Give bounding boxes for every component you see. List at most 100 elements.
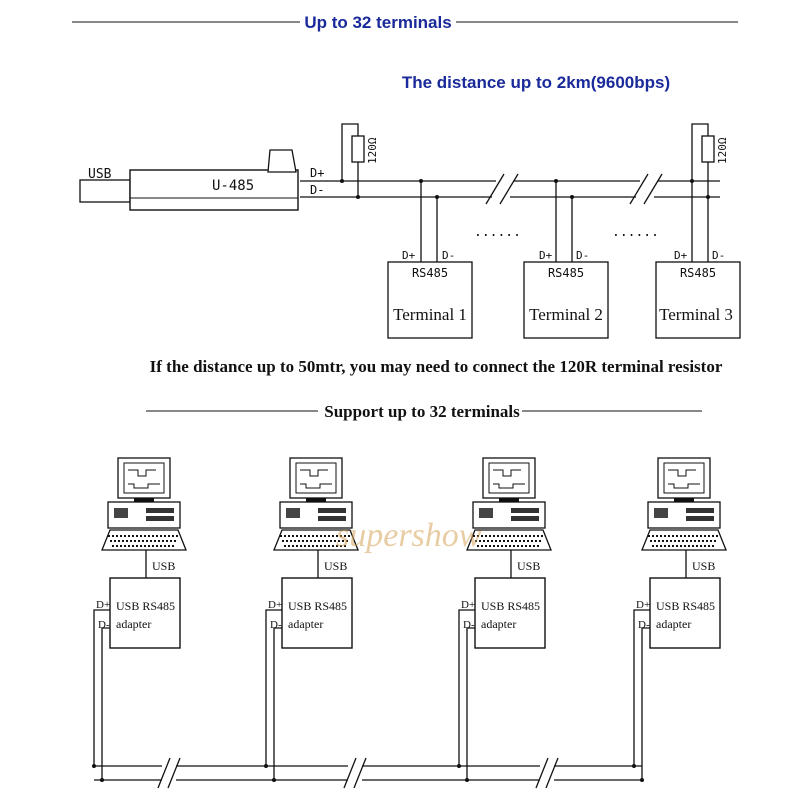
ellipsis-1: ...... — [474, 225, 521, 240]
adapter-dplus-wire-3 — [458, 609, 475, 766]
adapter-dplus-wire-1 — [93, 609, 110, 766]
bus-dplus-label: D+ — [310, 166, 324, 180]
resistor-note: If the distance up to 50mtr, you may nee… — [150, 357, 723, 376]
terminal-2-rs485: RS485 — [548, 266, 584, 280]
bottom-break-3b — [545, 757, 559, 789]
pc-bay-a-4 — [686, 508, 714, 513]
bus-break-1b — [499, 173, 519, 205]
pc-bay-a-1 — [146, 508, 174, 513]
adapter-subtitle-1: adapter — [116, 617, 151, 631]
adapter-dplus-label-3: D+ — [461, 599, 475, 611]
adapter-dminus-wire-1 — [101, 627, 110, 780]
screen-diagram-3 — [493, 469, 525, 489]
bus-break-2b — [643, 173, 663, 205]
pc-bay-b-2 — [318, 516, 346, 521]
terminal-3-name: Terminal 3 — [659, 305, 733, 324]
resistor-right-label: 120Ω — [716, 137, 729, 164]
bottom-header-title: Support up to 32 terminals — [324, 402, 520, 421]
adapter-title-2: USB RS485 — [288, 599, 347, 613]
pc-bay-a-3 — [511, 508, 539, 513]
usb-cable-label-1: USB — [152, 559, 175, 573]
top-header: Up to 32 terminals — [72, 13, 738, 32]
terminal-2-dminus-label: D- — [576, 249, 589, 262]
resistor-left-body — [351, 135, 365, 163]
terminal-1-node-dminus — [435, 195, 439, 199]
adapter-dplus-wire-2 — [265, 609, 282, 766]
resistor-left-node-dplus — [340, 179, 344, 183]
terminal-2: D+ D- RS485 Terminal 2 — [523, 179, 609, 339]
bus-break-1a — [485, 173, 505, 205]
u485-terminal-block — [267, 149, 297, 173]
terminal-3-rs485: RS485 — [680, 266, 716, 280]
adapter-dminus-label-3: D- — [463, 619, 475, 631]
ellipsis-2: ...... — [612, 225, 659, 240]
bottom-break-1b — [167, 757, 181, 789]
adapter-dminus-wire-2 — [273, 627, 282, 780]
terminal-3-box — [655, 261, 741, 339]
terminal-2-node-dminus — [570, 195, 574, 199]
distance-note: The distance up to 2km(9600bps) — [402, 73, 670, 92]
bottom-bus — [94, 757, 642, 789]
u485-device: USB U-485 — [79, 149, 299, 211]
bottom-break-2b — [353, 757, 367, 789]
pc-drive-3 — [479, 508, 493, 518]
terminal-1-dplus-label: D+ — [402, 249, 416, 262]
terminal-2-name: Terminal 2 — [529, 305, 603, 324]
terminal-3: D+ D- RS485 Terminal 3 — [655, 181, 741, 339]
terminal-2-dplus-label: D+ — [539, 249, 553, 262]
usb-cable-label-4: USB — [692, 559, 715, 573]
pc-bay-a-2 — [318, 508, 346, 513]
adapter-title-3: USB RS485 — [481, 599, 540, 613]
usb-plug — [79, 179, 131, 203]
pc-bay-b-3 — [511, 516, 539, 521]
terminal-2-node-dplus — [554, 179, 558, 183]
watermark: supershow — [336, 517, 482, 554]
adapter-dplus-label-2: D+ — [268, 599, 282, 611]
bus-dminus-label: D- — [310, 183, 324, 197]
adapter-box-4 — [649, 577, 721, 649]
monitor-stand-4 — [674, 498, 694, 502]
bus-lines: D+ D- — [300, 166, 720, 205]
terminal-3-dminus-label: D- — [712, 249, 725, 262]
pc-bay-b-1 — [146, 516, 174, 521]
u485-body — [129, 169, 299, 211]
adapter-box-1 — [109, 577, 181, 649]
bottom-break-3a — [535, 757, 549, 789]
resistor-left-label: 120Ω — [366, 137, 379, 164]
terminal-1-name: Terminal 1 — [393, 305, 467, 324]
bottom-header: Support up to 32 terminals — [146, 402, 702, 421]
monitor-stand-1 — [134, 498, 154, 502]
terminal-1-node-dplus — [419, 179, 423, 183]
adapter-subtitle-2: adapter — [288, 617, 323, 631]
terminal-1: D+ D- RS485 Terminal 1 — [387, 179, 473, 339]
adapter-dminus-wire-3 — [466, 627, 475, 780]
adapter-box-3 — [474, 577, 546, 649]
pc-drive-4 — [654, 508, 668, 518]
bus-break-2a — [629, 173, 649, 205]
terminal-1-box — [387, 261, 473, 339]
pc-drive-2 — [286, 508, 300, 518]
bottom-break-1a — [157, 757, 171, 789]
usb-cable-label-2: USB — [324, 559, 347, 573]
adapter-title-4: USB RS485 — [656, 599, 715, 613]
adapter-dminus-wire-4 — [641, 627, 650, 780]
terminal-1-rs485: RS485 — [412, 266, 448, 280]
terminal-3-dplus-label: D+ — [674, 249, 688, 262]
terminal-2-box — [523, 261, 609, 339]
adapter-dminus-label-4: D- — [638, 619, 650, 631]
screen-diagram-4 — [668, 469, 700, 489]
resistor-right: 120Ω — [690, 123, 729, 199]
adapter-subtitle-3: adapter — [481, 617, 516, 631]
screen-diagram-2 — [300, 469, 332, 489]
resistor-left-node-dminus — [356, 195, 360, 199]
resistor-right-body — [701, 135, 715, 163]
monitor-stand-3 — [499, 498, 519, 502]
screen-diagram-1 — [128, 469, 160, 489]
top-header-title: Up to 32 terminals — [304, 13, 451, 32]
